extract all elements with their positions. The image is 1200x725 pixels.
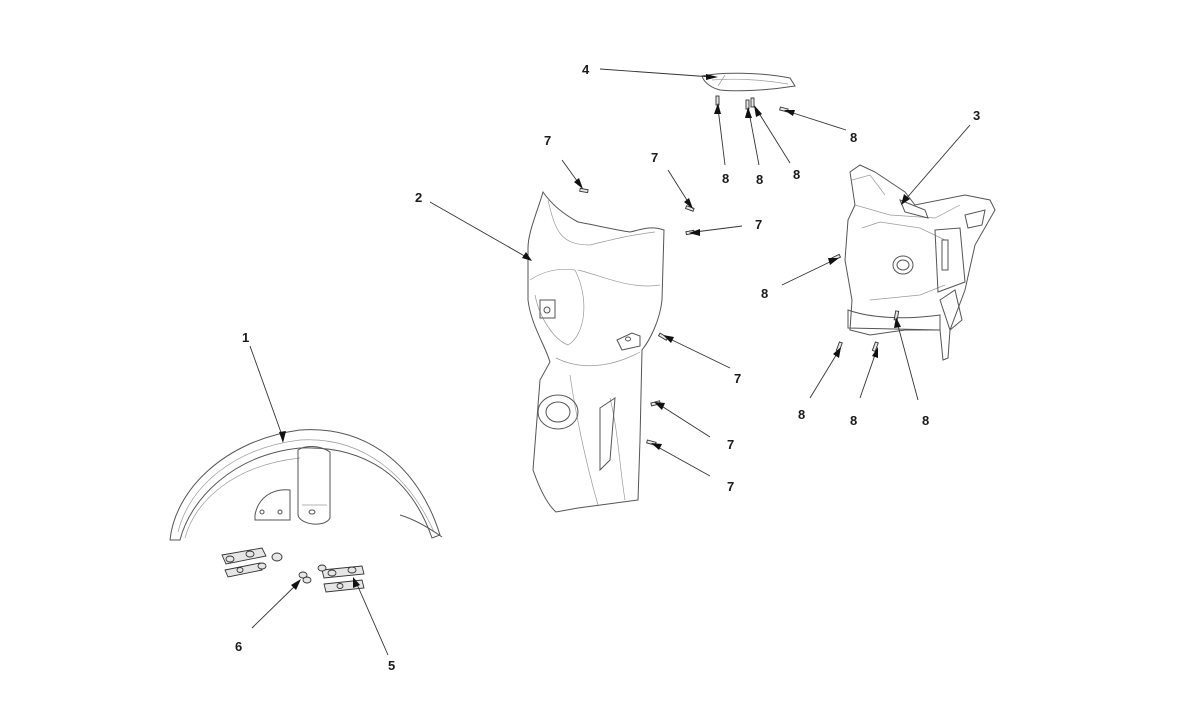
callout-7-screw-e: 7	[727, 437, 735, 452]
part-front-mudguard	[169, 429, 443, 541]
callout-8-screw-h: 8	[922, 413, 930, 428]
callout-7-screw-d: 7	[734, 371, 742, 386]
callout-8-screw-d: 8	[850, 130, 858, 145]
callout-3: 3	[973, 108, 981, 123]
callout-6: 6	[235, 639, 243, 654]
callout-8-screw-g: 8	[850, 413, 858, 428]
part-mounting-brackets	[221, 547, 365, 593]
callout-8-screw-e: 8	[761, 286, 769, 301]
leader-lines	[249, 68, 971, 656]
part-top-trim	[701, 72, 796, 92]
callout-7-screw-a: 7	[544, 133, 552, 148]
callout-4: 4	[582, 62, 590, 77]
callout-7-screw-f: 7	[727, 479, 735, 494]
callout-5: 5	[388, 658, 396, 673]
callout-7-screw-b: 7	[651, 150, 659, 165]
callout-2: 2	[415, 190, 423, 205]
callout-7-screw-c: 7	[755, 217, 763, 232]
callout-8-screw-b: 8	[756, 172, 764, 187]
fastener-screws	[579, 95, 900, 446]
part-inner-shield	[844, 164, 996, 361]
callout-8-screw-c: 8	[793, 167, 801, 182]
callout-1: 1	[242, 330, 250, 345]
callout-8-screw-a: 8	[722, 171, 730, 186]
callout-8-screw-f: 8	[798, 407, 806, 422]
part-front-cowl	[527, 190, 665, 513]
